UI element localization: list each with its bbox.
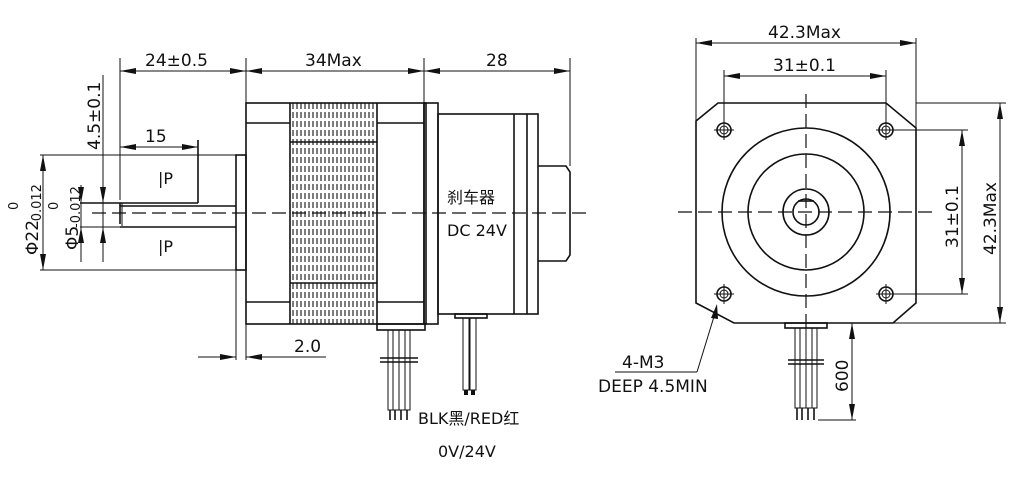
dim-flat-length: 15: [120, 127, 198, 150]
flat-mark-top: |P: [158, 169, 173, 188]
dim-hole-spacing-v: 31±0.1: [890, 129, 968, 295]
hole-callout: 4-M3 DEEP 4.5MIN: [598, 304, 718, 397]
mounting-hole-bl: [714, 284, 734, 304]
svg-text:31±0.1: 31±0.1: [943, 185, 963, 248]
brake-wires-label: BLK黑/RED红: [418, 409, 519, 428]
svg-text:0: 0: [47, 202, 62, 210]
brake-label: 刹车器: [447, 188, 495, 207]
svg-text:DEEP 4.5MIN: DEEP 4.5MIN: [598, 377, 708, 397]
svg-text:Φ5: Φ5: [63, 226, 83, 250]
dim-hole-spacing-h: 31±0.1: [723, 56, 887, 140]
flat-mark-bottom: |P: [158, 237, 173, 256]
dim-cable-length: 600: [818, 323, 856, 421]
brake-wires-voltage: 0V/24V: [438, 442, 496, 461]
svg-text:28: 28: [486, 51, 508, 71]
dim-flat-depth: 4.5±0.1: [85, 75, 106, 262]
svg-text:31±0.1: 31±0.1: [773, 56, 836, 76]
svg-text:42.3Max: 42.3Max: [768, 23, 841, 43]
svg-text:4.5±0.1: 4.5±0.1: [85, 82, 105, 150]
dim-shaft-length: 24±0.5: [120, 51, 246, 74]
svg-text:4-M3: 4-M3: [622, 353, 664, 373]
svg-text:Φ22: Φ22: [23, 220, 43, 255]
svg-text:0: 0: [7, 202, 22, 210]
brake-rear-boss: [538, 165, 571, 262]
front-cable: [784, 322, 828, 420]
dim-brake-length: 28: [424, 51, 570, 74]
shaft: [80, 140, 236, 228]
svg-text:-0.012: -0.012: [69, 186, 84, 228]
dim-boss-diameter: Φ22 -0.012 0: [7, 154, 236, 271]
svg-text:34Max: 34Max: [305, 51, 362, 71]
svg-text:600: 600: [833, 360, 853, 392]
dim-front-height: 42.3Max: [893, 102, 1006, 324]
dim-boss-height: 2.0: [198, 270, 326, 360]
motor-cable: [376, 323, 426, 420]
svg-text:24±0.5: 24±0.5: [145, 51, 208, 71]
front-view: 42.3Max 31±0.1 31±0.1 42.3Max: [598, 23, 1006, 421]
dim-motor-length: 34Max: [246, 51, 424, 74]
svg-text:15: 15: [145, 127, 167, 147]
svg-text:-0.012: -0.012: [30, 184, 45, 226]
svg-text:2.0: 2.0: [294, 337, 321, 357]
brake-housing: [437, 113, 539, 315]
dim-shaft-diameter: Φ5 -0.012 0: [47, 185, 120, 262]
dim-front-width: 42.3Max: [695, 23, 917, 128]
svg-text:42.3Max: 42.3Max: [981, 182, 1001, 255]
brake-voltage: DC 24V: [447, 221, 507, 240]
side-view: |P |P 刹车器 DC 24V BLK黑/RED红 0V/: [7, 51, 590, 461]
brake-wires: [454, 313, 488, 395]
